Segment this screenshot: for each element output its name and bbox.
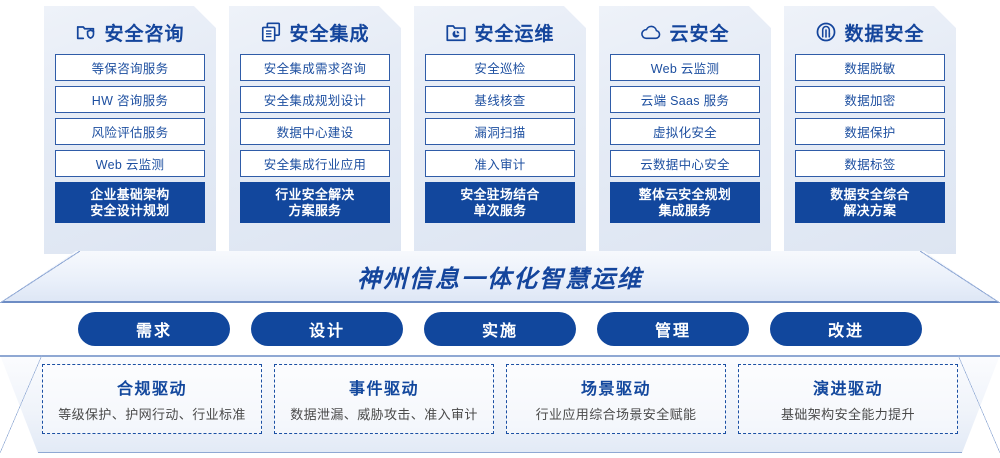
platform-title: 神州信息一体化智慧运维 xyxy=(357,265,643,293)
pill-requirement[interactable]: 需求 xyxy=(78,312,230,346)
list-item[interactable]: 云端 Saas 服务 xyxy=(610,86,760,113)
column-item-list: 等保咨询服务 HW 咨询服务 风险评估服务 Web 云监测 xyxy=(44,50,216,177)
list-item[interactable]: 云数据中心安全 xyxy=(610,150,760,177)
list-item[interactable]: Web 云监测 xyxy=(55,150,205,177)
column-header: 数据安全 xyxy=(784,6,956,50)
platform-band-right-edge xyxy=(920,251,1000,303)
driver-card-evolution[interactable]: 演进驱动 基础架构安全能力提升 xyxy=(738,364,958,434)
list-item[interactable]: 等保咨询服务 xyxy=(55,54,205,81)
column-footer-line-2: 单次服务 xyxy=(473,202,527,218)
list-item[interactable]: 安全巡检 xyxy=(425,54,575,81)
capability-column-security-integration[interactable]: 安全集成 安全集成需求咨询 安全集成规划设计 数据中心建设 安全集成行业应用 行… xyxy=(229,6,401,254)
capability-column-data-security[interactable]: 数据安全 数据脱敏 数据加密 数据保护 数据标签 数据安全综合 解决方案 xyxy=(784,6,956,254)
pill-implementation[interactable]: 实施 xyxy=(424,312,576,346)
driver-description: 数据泄漏、威胁攻击、准入审计 xyxy=(290,407,478,422)
cloud-icon xyxy=(640,21,662,43)
list-item[interactable]: 安全集成行业应用 xyxy=(240,150,390,177)
list-item[interactable]: 数据保护 xyxy=(795,118,945,145)
column-footer-highlight[interactable]: 行业安全解决 方案服务 xyxy=(240,182,390,223)
list-item[interactable]: 数据中心建设 xyxy=(240,118,390,145)
column-footer-line-1: 整体云安全规划 xyxy=(638,186,732,202)
drivers-row: 合规驱动 等级保护、护网行动、行业标准 事件驱动 数据泄漏、威胁攻击、准入审计 … xyxy=(0,364,1000,436)
column-title: 安全集成 xyxy=(289,23,370,45)
list-item[interactable]: 安全集成需求咨询 xyxy=(240,54,390,81)
list-item[interactable]: 虚拟化安全 xyxy=(610,118,760,145)
list-item[interactable]: 准入审计 xyxy=(425,150,575,177)
list-item[interactable]: HW 咨询服务 xyxy=(55,86,205,113)
capability-column-cloud-security[interactable]: 云安全 Web 云监测 云端 Saas 服务 虚拟化安全 云数据中心安全 整体云… xyxy=(599,6,771,254)
platform-band-left-edge xyxy=(0,251,80,303)
folder-chart-icon xyxy=(445,21,467,43)
column-item-list: Web 云监测 云端 Saas 服务 虚拟化安全 云数据中心安全 xyxy=(599,50,771,177)
drivers-top-divider xyxy=(0,355,1000,357)
column-footer-line-2: 集成服务 xyxy=(658,202,712,218)
column-footer-line-1: 行业安全解决 xyxy=(275,186,355,202)
column-item-list: 数据脱敏 数据加密 数据保护 数据标签 xyxy=(784,50,956,177)
stacked-documents-icon xyxy=(260,21,282,43)
column-footer-highlight[interactable]: 数据安全综合 解决方案 xyxy=(795,182,945,223)
capability-column-security-consulting[interactable]: 安全咨询 等保咨询服务 HW 咨询服务 风险评估服务 Web 云监测 企业基础架… xyxy=(44,6,216,254)
pill-improvement[interactable]: 改进 xyxy=(770,312,922,346)
column-footer-line-1: 企业基础架构 xyxy=(90,186,170,202)
column-footer-line-2: 方案服务 xyxy=(288,202,342,218)
list-item[interactable]: 基线核查 xyxy=(425,86,575,113)
column-footer-line-1: 数据安全综合 xyxy=(830,186,910,202)
driver-card-compliance[interactable]: 合规驱动 等级保护、护网行动、行业标准 xyxy=(42,364,262,434)
drivers-right-edge xyxy=(958,355,1000,453)
driver-description: 等级保护、护网行动、行业标准 xyxy=(58,407,246,422)
drivers-section-shape xyxy=(0,355,1000,453)
pill-design[interactable]: 设计 xyxy=(251,312,403,346)
column-header: 安全集成 xyxy=(229,6,401,50)
list-item[interactable]: 安全集成规划设计 xyxy=(240,86,390,113)
column-item-list: 安全集成需求咨询 安全集成规划设计 数据中心建设 安全集成行业应用 xyxy=(229,50,401,177)
column-title: 安全运维 xyxy=(474,23,555,45)
column-title: 数据安全 xyxy=(844,23,925,45)
list-item[interactable]: Web 云监测 xyxy=(610,54,760,81)
list-item[interactable]: 数据标签 xyxy=(795,150,945,177)
drivers-bottom-divider xyxy=(38,451,962,453)
column-title: 安全咨询 xyxy=(104,23,185,45)
column-header: 云安全 xyxy=(599,6,771,50)
column-footer-highlight[interactable]: 整体云安全规划 集成服务 xyxy=(610,182,760,223)
capability-columns: 安全咨询 等保咨询服务 HW 咨询服务 风险评估服务 Web 云监测 企业基础架… xyxy=(0,6,1000,254)
driver-title: 合规驱动 xyxy=(116,381,187,398)
driver-description: 行业应用综合场景安全赋能 xyxy=(535,407,697,422)
column-footer-line-2: 解决方案 xyxy=(843,202,897,218)
column-footer-highlight[interactable]: 安全驻场结合 单次服务 xyxy=(425,182,575,223)
fingerprint-icon xyxy=(815,21,837,43)
folder-shield-icon xyxy=(75,21,97,43)
driver-title: 演进驱动 xyxy=(812,381,883,398)
column-header: 安全咨询 xyxy=(44,6,216,50)
column-footer-line-1: 安全驻场结合 xyxy=(460,186,540,202)
column-header: 安全运维 xyxy=(414,6,586,50)
column-item-list: 安全巡检 基线核查 漏洞扫描 准入审计 xyxy=(414,50,586,177)
driver-card-incident[interactable]: 事件驱动 数据泄漏、威胁攻击、准入审计 xyxy=(274,364,494,434)
platform-band: 神州信息一体化智慧运维 xyxy=(0,251,1000,303)
drivers-left-edge xyxy=(0,355,42,453)
driver-card-scenario[interactable]: 场景驱动 行业应用综合场景安全赋能 xyxy=(506,364,726,434)
column-footer-highlight[interactable]: 企业基础架构 安全设计规划 xyxy=(55,182,205,223)
capability-column-security-operations[interactable]: 安全运维 安全巡检 基线核查 漏洞扫描 准入审计 安全驻场结合 单次服务 xyxy=(414,6,586,254)
lifecycle-pill-row: 需求 设计 实施 管理 改进 xyxy=(0,312,1000,348)
driver-title: 事件驱动 xyxy=(348,381,419,398)
drivers-section: 合规驱动 等级保护、护网行动、行业标准 事件驱动 数据泄漏、威胁攻击、准入审计 … xyxy=(0,355,1000,453)
list-item[interactable]: 漏洞扫描 xyxy=(425,118,575,145)
column-footer-line-2: 安全设计规划 xyxy=(90,202,170,218)
column-title: 云安全 xyxy=(669,23,730,45)
driver-title: 场景驱动 xyxy=(580,381,651,398)
list-item[interactable]: 数据脱敏 xyxy=(795,54,945,81)
list-item[interactable]: 数据加密 xyxy=(795,86,945,113)
pill-management[interactable]: 管理 xyxy=(597,312,749,346)
driver-description: 基础架构安全能力提升 xyxy=(780,407,915,422)
platform-band-shape xyxy=(0,251,1000,303)
list-item[interactable]: 风险评估服务 xyxy=(55,118,205,145)
